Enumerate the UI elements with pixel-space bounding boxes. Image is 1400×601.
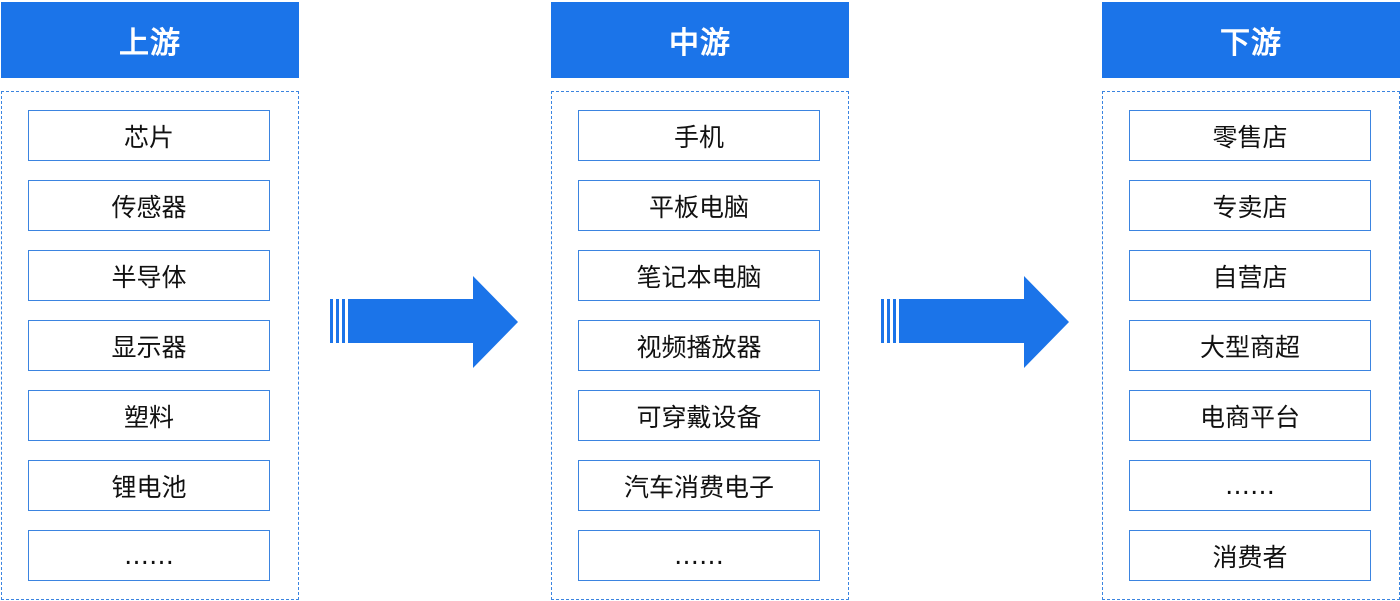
item-auto-electronics: 汽车消费电子 xyxy=(578,460,820,511)
column-header-midstream: 中游 xyxy=(551,2,849,78)
arrow-right-icon xyxy=(881,276,1069,368)
item-phone: 手机 xyxy=(578,110,820,161)
item-retail-store: 零售店 xyxy=(1129,110,1371,161)
item-more-midstream: …… xyxy=(578,530,820,581)
item-consumer: 消费者 xyxy=(1129,530,1371,581)
item-semiconductor: 半导体 xyxy=(28,250,270,301)
item-supermarket: 大型商超 xyxy=(1129,320,1371,371)
column-header-upstream: 上游 xyxy=(1,2,299,78)
item-more-upstream: …… xyxy=(28,530,270,581)
item-ecommerce: 电商平台 xyxy=(1129,390,1371,441)
column-header-downstream: 下游 xyxy=(1102,2,1400,78)
item-lithium-battery: 锂电池 xyxy=(28,460,270,511)
item-laptop: 笔记本电脑 xyxy=(578,250,820,301)
item-tablet: 平板电脑 xyxy=(578,180,820,231)
item-own-store: 自营店 xyxy=(1129,250,1371,301)
item-plastic: 塑料 xyxy=(28,390,270,441)
item-display: 显示器 xyxy=(28,320,270,371)
column-box-upstream: 芯片 传感器 半导体 显示器 塑料 锂电池 …… xyxy=(1,91,299,600)
column-box-midstream: 手机 平板电脑 笔记本电脑 视频播放器 可穿戴设备 汽车消费电子 …… xyxy=(551,91,849,600)
item-chip: 芯片 xyxy=(28,110,270,161)
item-wearable: 可穿戴设备 xyxy=(578,390,820,441)
item-video-player: 视频播放器 xyxy=(578,320,820,371)
arrow-right-icon xyxy=(330,276,518,368)
item-specialty-store: 专卖店 xyxy=(1129,180,1371,231)
item-more-downstream: …… xyxy=(1129,460,1371,511)
item-sensor: 传感器 xyxy=(28,180,270,231)
column-box-downstream: 零售店 专卖店 自营店 大型商超 电商平台 …… 消费者 xyxy=(1102,91,1400,600)
